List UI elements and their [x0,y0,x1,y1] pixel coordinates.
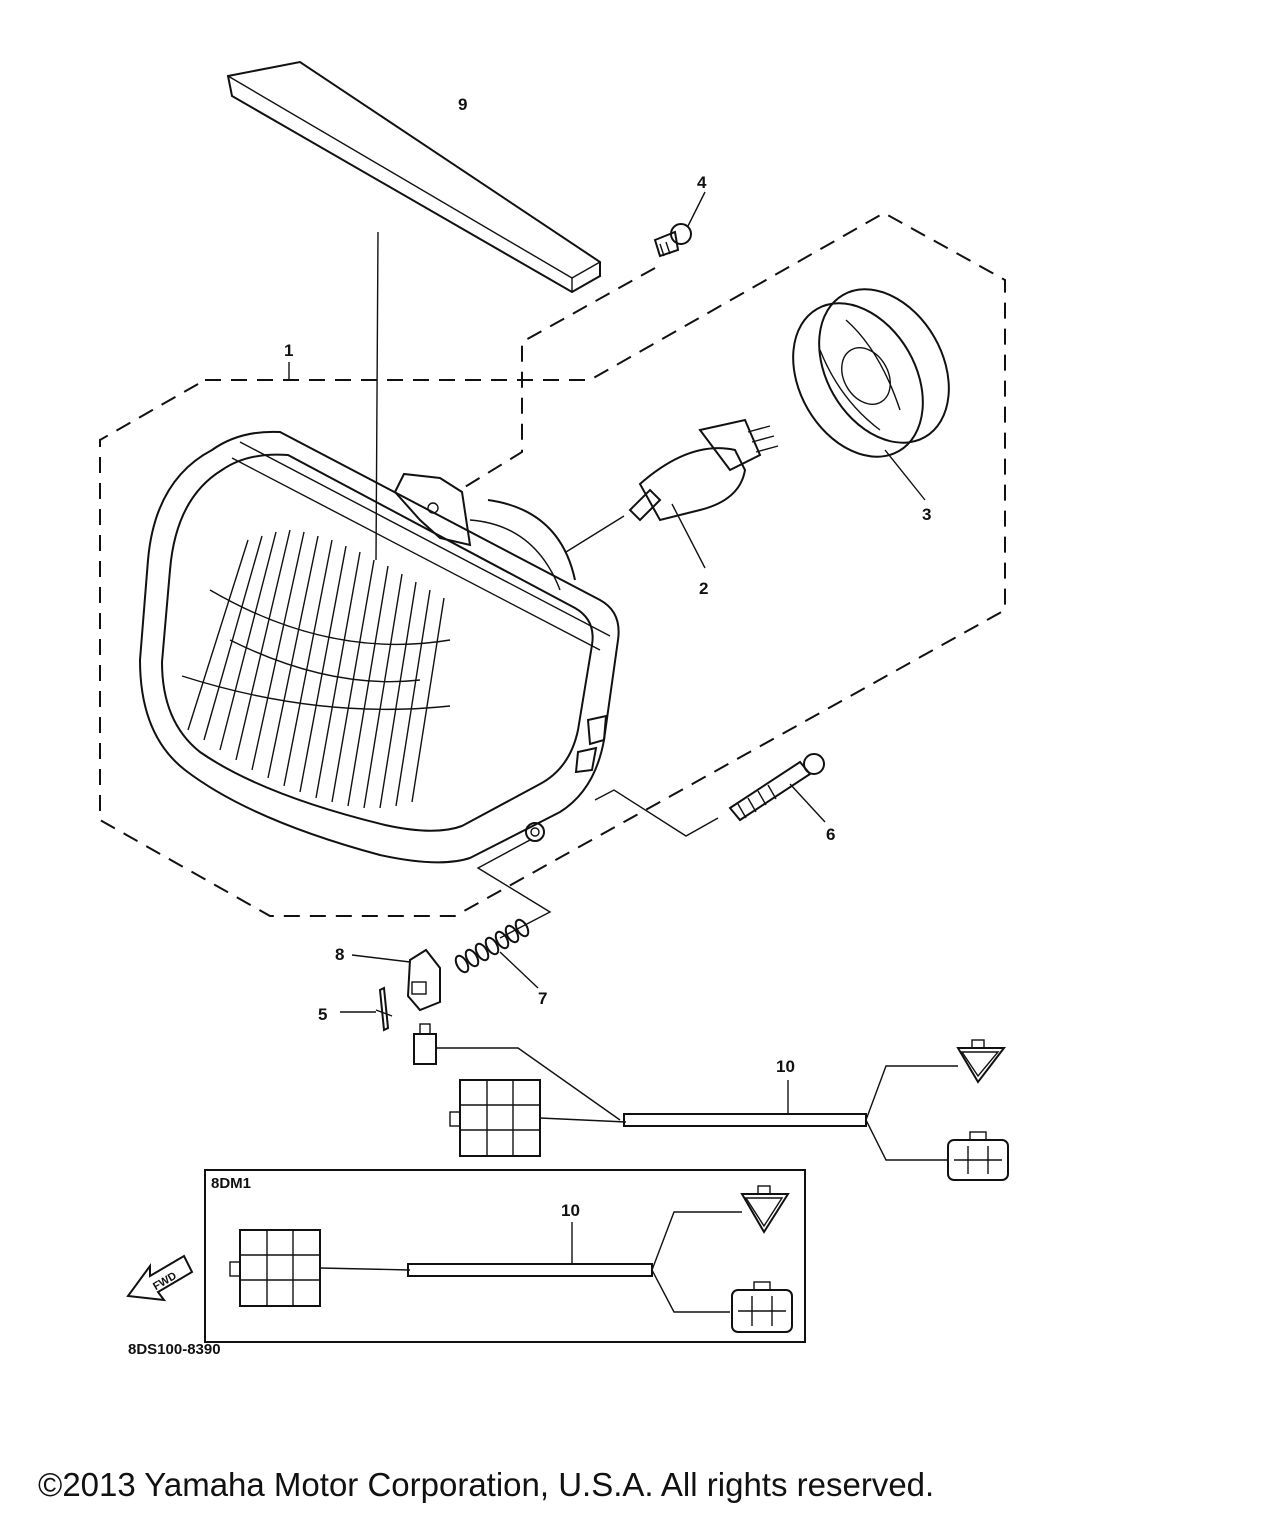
part-bulb [565,418,779,569]
part-pin [340,986,393,1032]
bolt-leader [594,789,719,837]
figure-code: 8DS100-8390 [128,1341,221,1358]
callout-5: 5 [318,1005,327,1024]
visor-leader-line [375,231,379,561]
callout-10-main: 10 [776,1057,795,1076]
variant-inset-box [204,1169,806,1343]
part-dust-cover [792,288,950,501]
callout-4: 4 [697,173,707,192]
part-bracket-clip [351,948,441,1012]
callout-10-inset: 10 [561,1201,580,1220]
callout-2: 2 [699,579,708,598]
headlight-housing [138,430,620,864]
part-wire-harness [413,1023,1009,1181]
copyright-notice: ©2013 Yamaha Motor Corporation, U.S.A. A… [38,1466,935,1503]
part-adjust-bolt [728,753,826,823]
part-screw-top [653,191,706,258]
callout-8: 8 [335,945,344,964]
forward-arrow-icon: FWD [126,1254,194,1302]
assembly-boundary [99,211,1006,917]
parts-diagram: FWD 9 4 1 3 2 6 8 7 5 10 10 8DM1 8DS100-… [99,60,1009,1358]
callout-1: 1 [284,341,293,360]
callout-7: 7 [538,989,547,1008]
spring-leader [476,839,552,939]
screw-leader-dashed [459,267,656,491]
part-spring [454,918,539,989]
callout-9: 9 [458,95,467,114]
part-visor-strip [226,60,601,294]
callout-6: 6 [826,825,835,844]
inset-label: 8DM1 [211,1175,251,1192]
callout-3: 3 [922,505,931,524]
